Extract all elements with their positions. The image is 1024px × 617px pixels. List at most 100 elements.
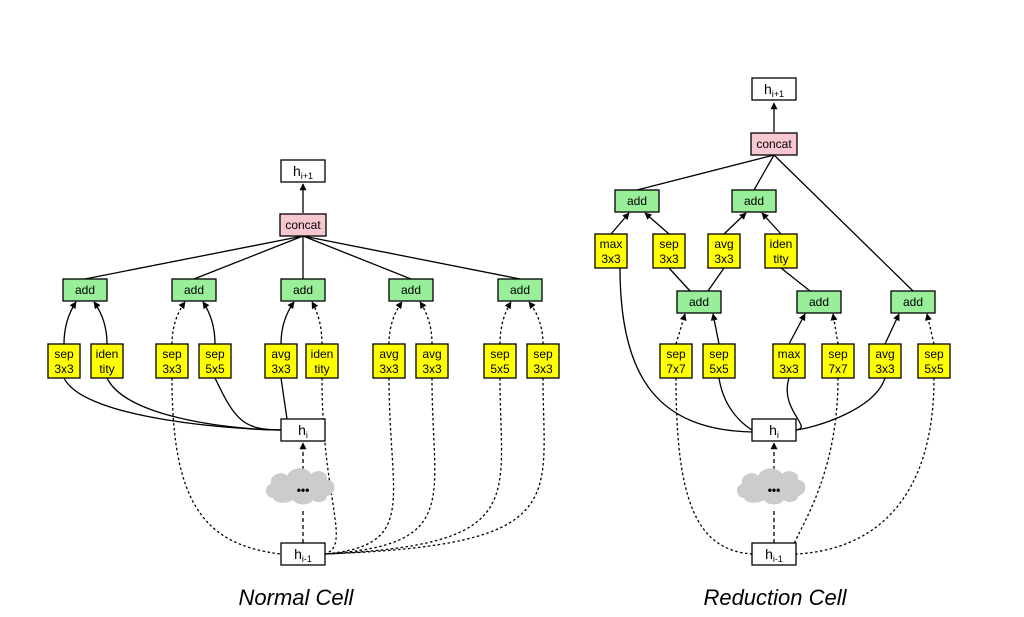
normal-op-node-box <box>372 343 406 379</box>
normal-op-node-box <box>90 343 124 379</box>
normal-op-node-box <box>47 343 81 379</box>
reduction-op-node-line1: sep <box>924 347 944 361</box>
edge-op-to-add <box>528 301 544 345</box>
edge-hi-to-op <box>718 377 753 431</box>
normal-add-node: add <box>280 278 326 302</box>
normal-him1-node-label-base: h <box>294 546 302 562</box>
normal-add-node-label: add <box>510 283 530 297</box>
reduction-add-node-label: add <box>903 295 923 309</box>
edge-add1-to-op <box>668 267 691 292</box>
edge-add-to-concat <box>193 235 304 280</box>
reduction-output-node-label-base: h <box>764 81 772 97</box>
reduction-add-node: add <box>676 290 722 314</box>
reduction-add-node-box <box>614 189 660 213</box>
normal-op-node-line2: 3x3 <box>422 362 442 376</box>
edge-hi-to-op <box>280 377 288 420</box>
reduction-add-node: add <box>796 290 842 314</box>
normal-add-node: add <box>62 278 108 302</box>
reduction-op-node-line2: 7x7 <box>666 362 686 376</box>
edge-him1-to-op <box>324 377 436 555</box>
normal-op-node-line1: avg <box>422 347 441 361</box>
reduction-add-node: add <box>731 189 777 213</box>
edge-add2-to-op <box>780 267 811 292</box>
normal-cloud-shape <box>265 468 335 505</box>
normal-op-node-line2: 3x3 <box>162 362 182 376</box>
normal-op-node-line2: 5x5 <box>490 362 510 376</box>
nodes-layer: hi+1concataddsep3x3identityaddsep3x3sep5… <box>47 77 951 566</box>
reduction-hi-node: hi <box>751 418 797 442</box>
normal-him1-node-box <box>280 542 326 566</box>
normal-op-node-line2: tity <box>314 362 329 376</box>
normal-op-node-line1: iden <box>96 347 119 361</box>
reduction-op-node-line1: sep <box>828 347 848 361</box>
normal-output-node: hi+1 <box>280 159 326 183</box>
reduction-add-node: add <box>890 290 936 314</box>
normal-op-node-box <box>526 343 560 379</box>
edge-op-to-add <box>761 212 782 235</box>
normal-add-node-box <box>497 278 543 302</box>
edge-op-to-add <box>499 301 512 345</box>
reduction-add-node-label: add <box>689 295 709 309</box>
edge-op-to-add <box>788 313 806 345</box>
reduction-op-node-box <box>821 343 855 379</box>
normal-him1-node-label-sub: i-1 <box>302 554 312 564</box>
reduction-add-node-box <box>796 290 842 314</box>
normal-add-node-box <box>171 278 217 302</box>
normal-add-node: add <box>388 278 434 302</box>
edge-topadd-to-concat <box>753 154 775 191</box>
reduction-add-node-box <box>731 189 777 213</box>
reduction-op-node-box <box>772 343 806 379</box>
normal-op-node-line2: tity <box>99 362 114 376</box>
reduction-op-node-line1: max <box>600 237 623 251</box>
edge-him1-to-op <box>324 377 395 555</box>
normal-op-node-line2: 3x3 <box>533 362 553 376</box>
edge-him1-to-op <box>791 377 839 555</box>
reduction-op-node-line2: 3x3 <box>779 362 799 376</box>
normal-hi-node-box <box>280 418 326 442</box>
edge-add-to-concat <box>302 235 521 280</box>
edge-op-to-add <box>388 301 403 345</box>
edge-him1-to-op <box>675 377 753 555</box>
edge-op-to-add <box>884 313 900 345</box>
normal-him1-node-label: hi-1 <box>294 546 312 564</box>
reduction-cell-caption: Reduction Cell <box>703 585 847 610</box>
reduction-op-node-line2: 3x3 <box>714 252 734 266</box>
reduction-him1-node-label-sub: i-1 <box>773 554 783 564</box>
edge-him1-to-op <box>171 377 282 555</box>
edge-op-to-add <box>644 212 670 235</box>
reduction-op-node-line1: iden <box>770 237 793 251</box>
normal-op-node-line2: 3x3 <box>379 362 399 376</box>
edge-hi-to-op <box>106 377 282 431</box>
normal-op-node-line2: 3x3 <box>271 362 291 376</box>
edge-add-to-concat <box>302 235 412 280</box>
normal-output-node-label-sub: i+1 <box>301 171 313 181</box>
normal-hi-node-label-sub: i <box>306 430 308 440</box>
reduction-cloud-shape <box>736 468 806 505</box>
reduction-op-node-line2: 7x7 <box>828 362 848 376</box>
reduction-op-node-box <box>917 343 951 379</box>
reduction-output-node: hi+1 <box>751 77 797 101</box>
edge-op-to-add <box>280 301 295 345</box>
normal-hi-node: hi <box>280 418 326 442</box>
edge-op-to-add <box>710 313 720 345</box>
reduction-op-node-box <box>707 233 741 269</box>
reduction-hi-node-label: hi <box>769 422 779 440</box>
reduction-op-node-line1: sep <box>659 237 679 251</box>
reduction-op-node-box <box>764 233 798 269</box>
reduction-add-node-box <box>676 290 722 314</box>
edge-lowadd-to-concat <box>773 154 914 292</box>
